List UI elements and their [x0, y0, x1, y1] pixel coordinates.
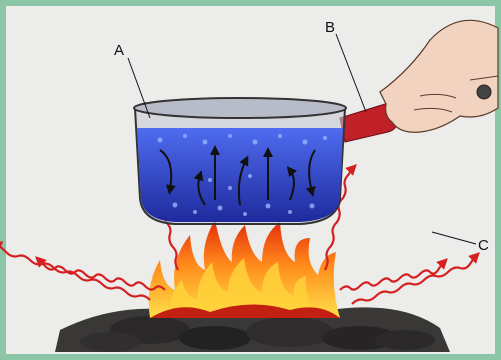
hand [380, 20, 498, 132]
label-b: B [325, 19, 335, 36]
pot-rim [134, 98, 346, 118]
label-c: C [478, 237, 489, 254]
leader-c [432, 232, 476, 244]
leader-b [336, 34, 366, 112]
label-a: A [114, 42, 124, 59]
radiation-arrow [352, 256, 476, 304]
pot [134, 98, 398, 224]
